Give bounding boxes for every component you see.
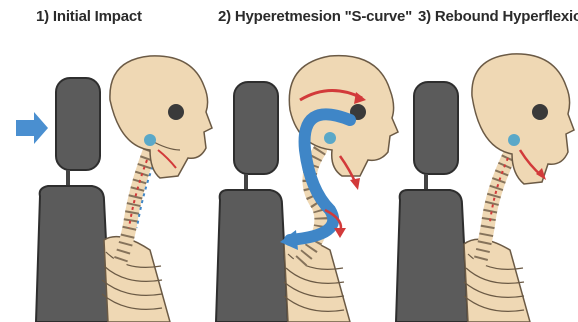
joint-highlight-2 (324, 132, 336, 144)
joint-highlight-1 (144, 134, 156, 146)
panel-1 (16, 56, 212, 322)
seat-back-3 (396, 190, 468, 322)
skull-3 (472, 54, 574, 184)
seat-back-2 (216, 190, 288, 322)
headrest-1 (56, 78, 100, 170)
impact-arrow-icon (16, 112, 48, 144)
panel-3 (396, 54, 574, 322)
ribcage-3 (464, 239, 530, 322)
seat-back-1 (36, 186, 110, 322)
panel-2 (216, 56, 398, 322)
skull-1 (110, 56, 212, 178)
joint-highlight-3 (508, 134, 520, 146)
headrest-3 (414, 82, 458, 174)
headrest-2 (234, 82, 278, 174)
